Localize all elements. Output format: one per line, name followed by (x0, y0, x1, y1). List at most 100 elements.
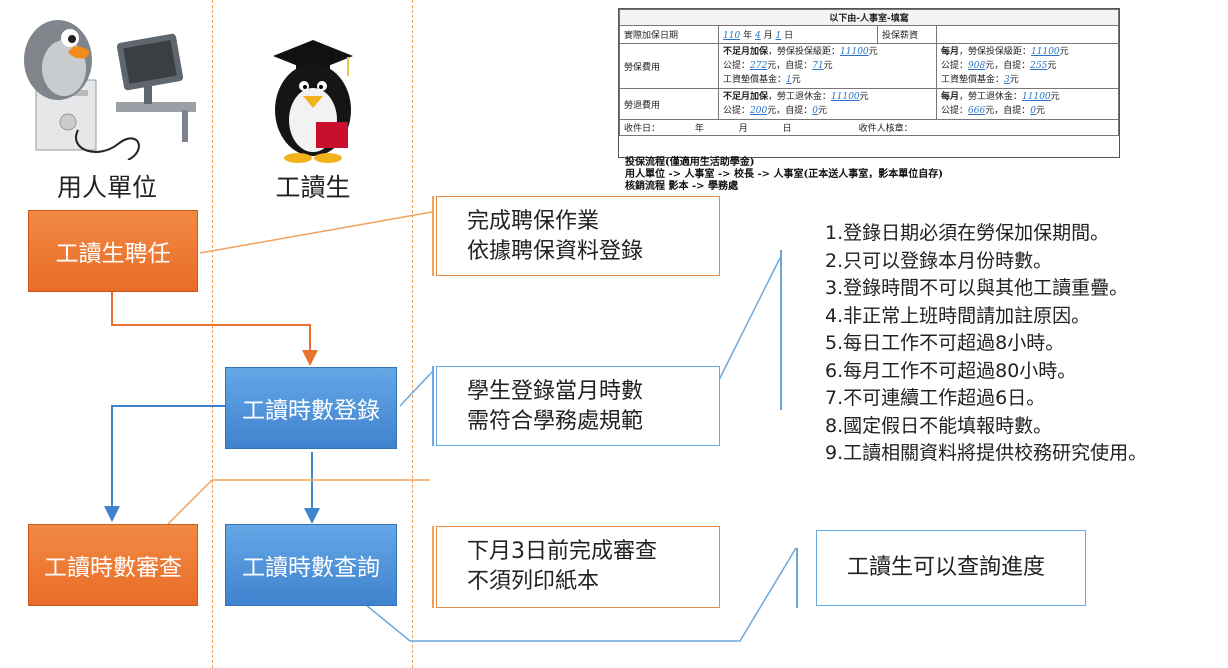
register-note-line2: 需符合學務處規範 (467, 409, 644, 434)
form-recv-date-label: 收件日： (624, 124, 661, 134)
rule-item: 5.每日工作不可超過8小時。 (825, 332, 1065, 354)
form-r3-a1-value: 11100 (831, 92, 860, 102)
flow-note-3: 核銷流程 影本 -> 學務處 (625, 181, 738, 192)
query-note-line1: 工讀生可以查詢進度 (847, 555, 1046, 580)
form-r3-b2-value2: 0 (1030, 106, 1036, 116)
form-r3-a2-value1: 200 (750, 106, 768, 116)
form-r3-b1-value: 11100 (1022, 92, 1051, 102)
flow-note-2: 用人單位 -> 人事室 -> 校長 -> 人事室(正本送人事室，影本單位自存) (625, 169, 943, 180)
form-r2-a1: ，勞保投保級距： (768, 47, 841, 57)
form-header: 以下由-人事室-填寫 (619, 9, 1119, 26)
form-date-month-unit: 月 (763, 31, 773, 41)
callout-register (399, 371, 433, 407)
review-note-line2: 不須列印紙本 (467, 569, 600, 594)
form-r3-a2-prefix: 公提： (723, 106, 751, 116)
rules-list: 1.登錄日期必須在勞保加保期間。 2.只可以登錄本月份時數。 3.登錄時間不可以… (825, 220, 1147, 468)
form-r1-salary: 投保薪資 (877, 25, 937, 44)
lane-label-employer: 用人單位 (56, 173, 157, 202)
form-recv-year: 年 (694, 124, 704, 134)
flow-note-1: 投保流程(僅適用生活助學金) (625, 157, 755, 168)
form-r3-b1-bold: 每月 (941, 92, 960, 102)
bracket-review (432, 526, 434, 608)
flow-register-to-review (104, 405, 225, 522)
form-recv-sign: 收件人核章： (858, 124, 913, 134)
form-r3-b1-unit: 元 (1050, 92, 1060, 102)
review-note-line1: 下月3日前完成審查 (467, 539, 657, 564)
form-r1-label: 實際加保日期 (619, 25, 719, 44)
form-recv-day: 日 (782, 124, 792, 134)
bracket-register (432, 366, 434, 446)
form-r3-b2-prefix: 公提： (941, 106, 969, 116)
form-r2-b2-value2: 255 (1030, 61, 1048, 71)
bracket-query (796, 548, 798, 608)
flow-hire-to-register (111, 292, 318, 366)
form-r3-b2-mid: 元，自提： (985, 106, 1031, 116)
register-box[interactable]: 工讀時數登錄 (225, 367, 397, 449)
review-box[interactable]: 工讀時數審查 (28, 524, 198, 606)
rule-item: 2.只可以登錄本月份時數。 (825, 249, 1053, 272)
form-r2-a1-value: 11100 (840, 47, 869, 57)
form-date-month: 4 (754, 31, 761, 41)
form-r3-label: 勞退費用 (619, 88, 719, 120)
personnel-form: 以下由-人事室-填寫 實際加保日期 110 年 4 月 1 日 投保薪資 勞保費… (618, 8, 1120, 158)
form-r3-a2-value2: 0 (812, 106, 818, 116)
rule-item: 9.工讀相關資料將提供校務研究使用。 (825, 442, 1148, 464)
student-illustration (273, 40, 353, 163)
form-r2-a2-prefix: 公提： (723, 61, 751, 71)
form-date-year: 110 (723, 31, 741, 41)
form-r2-b1-unit: 元 (1059, 47, 1069, 57)
form-r2-a1-unit: 元 (868, 47, 878, 57)
form-r3-a1-bold: 不足月加保 (723, 92, 769, 102)
form-r2-b3-prefix: 工資墊償基金： (941, 75, 1005, 85)
rule-item: 3.登錄時間不可以與其他工讀重疊。 (825, 277, 1129, 299)
register-note-line1: 學生登錄當月時數 (467, 379, 644, 404)
form-r2-b1-value: 11100 (1031, 47, 1060, 57)
lane-divider-1 (212, 0, 213, 668)
form-r2-a2-unit: 元 (823, 61, 833, 71)
form-date-year-unit: 年 (743, 31, 753, 41)
form-r2-a2-value1: 272 (750, 61, 768, 71)
form-r3-b1: ，勞工退休金： (959, 92, 1023, 102)
hire-box[interactable]: 工讀生聘任 (28, 210, 198, 292)
lane-label-student: 工讀生 (275, 173, 351, 202)
flow-notes: 投保流程(僅適用生活助學金) 用人單位 -> 人事室 -> 校長 -> 人事室(… (625, 157, 943, 193)
employer-illustration (24, 20, 196, 160)
query-note: 工讀生可以查詢進度 (816, 530, 1086, 606)
form-r2-b1-bold: 每月 (941, 47, 960, 57)
review-note: 下月3日前完成審查 不須列印紙本 (436, 526, 720, 608)
bracket-hire (432, 196, 434, 276)
callout-review (167, 479, 213, 525)
form-r2-b2-prefix: 公提： (941, 61, 969, 71)
form-r2-a3-unit: 元 (791, 75, 801, 85)
hire-note: 完成聘保作業 依據聘保資料登錄 (436, 196, 720, 276)
lane-divider-2 (412, 0, 413, 668)
form-date-day: 1 (775, 31, 782, 41)
form-r3-a2-mid: 元，自提： (767, 106, 813, 116)
form-r2-b3-value: 3 (1004, 75, 1010, 85)
form-r2-b3-unit: 元 (1009, 75, 1019, 85)
form-r2-a2-mid: 元，自提： (767, 61, 813, 71)
rule-item: 1.登錄日期必須在勞保加保期間。 (825, 222, 1110, 244)
form-recv-month: 月 (738, 124, 748, 134)
query-box[interactable]: 工讀時數查詢 (225, 524, 397, 606)
rule-item: 8.國定假日不能填報時數。 (825, 414, 1053, 437)
form-r2-a2-value2: 71 (812, 61, 824, 71)
form-r3-b2-value1: 666 (968, 106, 986, 116)
form-r2-b2-mid: 元，自提： (985, 61, 1031, 71)
form-r2-label: 勞保費用 (619, 43, 719, 89)
form-r2-b2-value1: 908 (968, 61, 986, 71)
form-r2-b1: ，勞保投保級距： (959, 47, 1032, 57)
bracket-rules (780, 250, 782, 410)
rule-item: 6.每月工作不可超過80小時。 (825, 359, 1077, 382)
form-r2-a1-bold: 不足月加保 (723, 47, 769, 57)
hire-note-line2: 依據聘保資料登錄 (467, 239, 644, 264)
form-r3-a1-unit: 元 (859, 92, 869, 102)
form-r3-b2-unit: 元 (1035, 106, 1045, 116)
form-r2-a3-value: 1 (786, 75, 792, 85)
form-r3-a1: ，勞工退休金： (768, 92, 832, 102)
form-r2-a3-prefix: 工資墊償基金： (723, 75, 787, 85)
form-date-day-unit: 日 (784, 31, 794, 41)
rule-item: 4.非正常上班時間請加註原因。 (825, 304, 1091, 327)
form-r2-b2-unit: 元 (1047, 61, 1057, 71)
